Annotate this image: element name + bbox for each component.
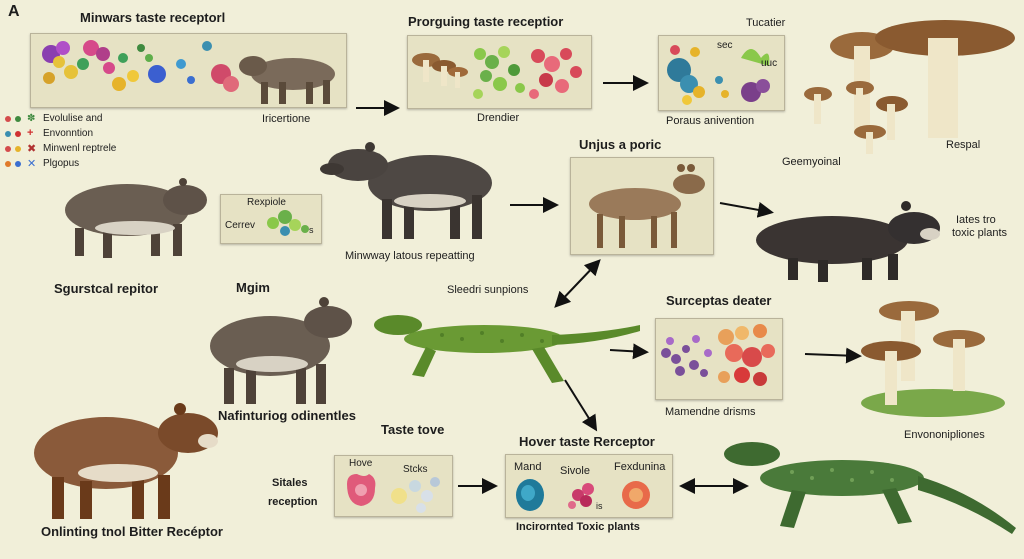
cerrev-label: Cerrev — [225, 220, 256, 231]
x-icon: ✕ — [27, 158, 37, 170]
legend-dot — [5, 131, 11, 137]
deer-animal-graphic — [589, 164, 705, 248]
oniinting-label: Onlinting tnol Bitter Recéptor — [41, 524, 223, 539]
hover-receptor-panel: Mand Sivole Fexdunina is — [505, 454, 673, 518]
is-tag: is — [596, 501, 603, 511]
legend-label: Evolulise and — [43, 113, 103, 124]
gear-icon: ✽ — [27, 113, 36, 124]
tapir-animal-middle — [320, 142, 492, 239]
drendier-label: Drendier — [477, 112, 520, 124]
surceptas-molecules-graphic — [661, 324, 775, 386]
legend-label: Plgopus — [43, 158, 80, 169]
lates-two-label-2: toxic plants — [952, 227, 1008, 239]
red-molecules — [529, 48, 582, 99]
geemyoinal-label: Geemyoinal — [782, 156, 841, 168]
cerrev-molecule-icon — [267, 210, 309, 236]
legend-dot — [5, 161, 11, 167]
mushroom-cluster-top — [804, 20, 1015, 154]
unjus-panel — [570, 157, 714, 255]
tucatier-molecules-graphic — [667, 45, 770, 105]
hove-molecules-graphic — [347, 474, 440, 513]
legend-item: ✕ Plgopus — [5, 157, 180, 172]
legend-item: ✖ Minwenl reptrele — [5, 142, 180, 157]
sec-tag: sec — [717, 40, 733, 51]
rexpiole-panel: Rexpiole Cerrev s — [220, 194, 322, 244]
legend-item: ✽ Evolulise and — [5, 112, 180, 127]
uuc-tag: uuc — [761, 58, 778, 69]
hove-label: Hove — [349, 458, 373, 469]
cerrev-tag: s — [309, 225, 314, 235]
sticks-label: Stcks — [403, 464, 428, 475]
arrow-right — [609, 343, 649, 360]
legend-dot — [15, 161, 21, 167]
legend-item: + Envonntion — [5, 127, 180, 142]
legend: ✽ Evolulise and + Envonntion ✖ Minwenl r… — [5, 112, 180, 172]
rexpiole-label: Rexpiole — [247, 197, 286, 208]
arrow-right — [719, 202, 774, 218]
mushroom-molecule-graphic — [412, 46, 582, 99]
inicertione-label: Iricertione — [262, 113, 311, 125]
surgstocal-label: Sgurstcal repitor — [54, 281, 159, 296]
mole-animal-right — [756, 201, 940, 282]
mushroom-cluster-lower — [861, 301, 1005, 417]
capybara-animal-left — [65, 178, 207, 258]
respal-label: Respal — [946, 139, 981, 151]
lizard-animal-bottom-right — [724, 442, 1016, 534]
tapir-animal-top — [239, 56, 335, 104]
fexdunina-label: Fexdunina — [614, 461, 666, 473]
arrow-double — [554, 259, 601, 308]
sitales-label-1: Sitales — [272, 477, 308, 489]
surceptas-panel — [655, 318, 783, 400]
poraus-label: Poraus anivention — [666, 115, 755, 127]
hover-molecules-graphic — [516, 479, 650, 511]
cross-icon: ✖ — [27, 143, 37, 155]
legend-label: Minwenl reptrele — [43, 143, 117, 154]
green-molecules — [473, 46, 525, 99]
molecule-cluster-graphic — [42, 40, 335, 104]
surceptas-label: Surceptas deater — [666, 293, 772, 308]
mamendne-label: Mamendne drisms — [665, 406, 756, 418]
legend-dot — [15, 116, 21, 122]
plus-icon: + — [27, 127, 34, 139]
panel-letter: A — [8, 3, 20, 20]
taste-tove-label: Taste tove — [381, 422, 445, 437]
minwars-title: Minwars taste receptorl — [80, 10, 226, 25]
legend-dot — [5, 146, 11, 152]
arrow-down — [564, 379, 598, 432]
lates-two-label-1: Iates tro — [956, 214, 996, 226]
naiinturniog-label: Nafinturiog odinentles — [218, 408, 356, 423]
mand-label: Mand — [514, 461, 542, 473]
sleedri-label: Sleedri sunpions — [447, 284, 529, 296]
minwars-receptor-panel — [30, 33, 347, 108]
molecules-left — [42, 40, 239, 92]
brown-animal-bottom-left — [34, 403, 218, 519]
sinvole-label: Sivole — [560, 465, 590, 477]
proguing-title: Prorguing taste receptior — [408, 14, 564, 29]
tapir-animal-lower — [210, 297, 352, 404]
small-mushrooms — [412, 53, 468, 88]
arrow-right — [804, 347, 862, 364]
proguing-receptor-panel — [407, 35, 592, 109]
legend-dot — [15, 131, 21, 137]
mgim-label: Mgim — [236, 280, 270, 295]
inciionted-label: Incirornted Toxic plants — [516, 521, 640, 533]
envonon-label: Envononipliones — [904, 429, 985, 441]
legend-dot — [5, 116, 11, 122]
hover-title: Hover taste Rerceptor — [519, 434, 655, 449]
unjus-label: Unjus a poric — [579, 137, 662, 152]
legend-label: Envonntion — [43, 128, 94, 139]
sitales-label-2: reception — [268, 496, 318, 508]
lizard-animal-middle — [374, 315, 640, 383]
hove-panel: Hove Stcks — [334, 455, 453, 517]
legend-dot — [15, 146, 21, 152]
tucatier-label: Tucatier — [746, 17, 786, 29]
tucatier-panel: sec uuc — [658, 35, 785, 111]
minway-label: Minwway latous repeatting — [345, 250, 475, 262]
